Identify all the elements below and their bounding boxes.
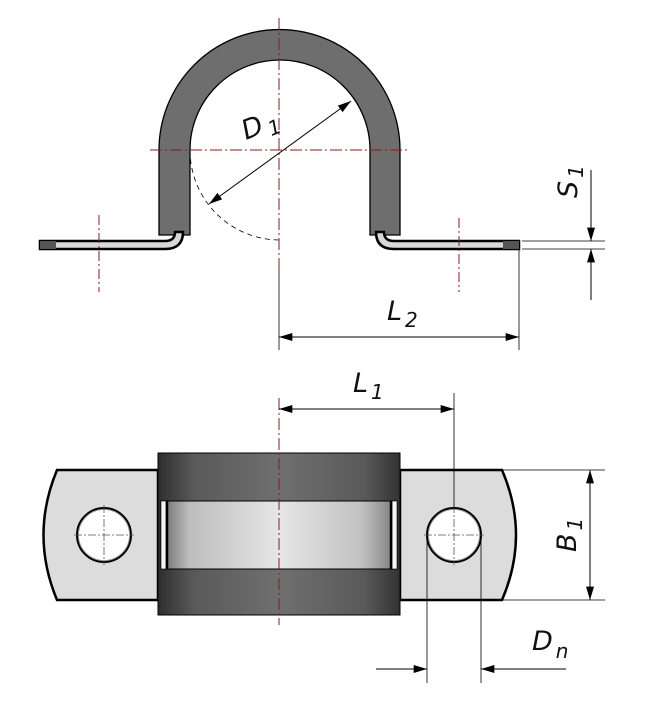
s1-label: S1 xyxy=(553,165,588,198)
d1-label: D1 xyxy=(237,104,285,151)
inner-band-left-edge xyxy=(160,500,167,570)
hidden-pipe-arc xyxy=(189,149,280,241)
left-flange xyxy=(38,230,185,251)
right-flange xyxy=(374,230,521,251)
b1-label: B1 xyxy=(552,518,587,552)
right-flange-end xyxy=(503,241,519,249)
left-flange-end xyxy=(40,241,56,249)
d1-dimension-line xyxy=(208,100,352,205)
inner-band-right-edge xyxy=(391,500,398,570)
